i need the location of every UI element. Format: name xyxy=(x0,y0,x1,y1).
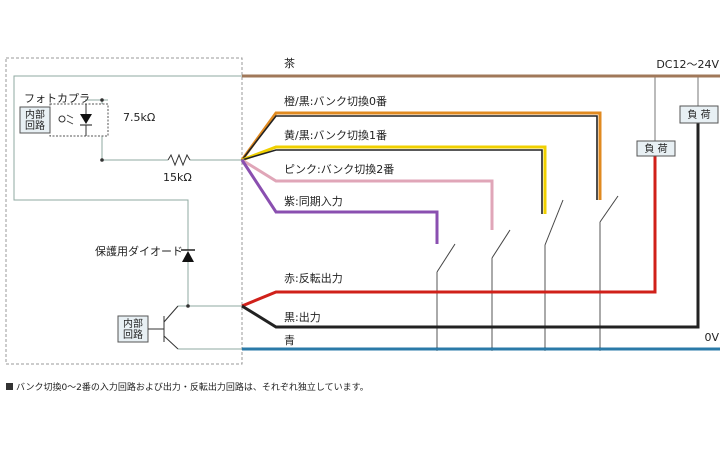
wire-red-label: 赤:反転出力 xyxy=(284,271,343,285)
resistor-7-5k-label: 7.5kΩ xyxy=(123,111,155,124)
wire-pink-label: ピンク:バンク切換2番 xyxy=(284,163,394,176)
wire-blue-label: 青 xyxy=(284,334,295,347)
switch-droppers xyxy=(436,222,601,349)
wire-purple-label: 紫:同期入力 xyxy=(284,195,343,208)
power-label: DC12～24V xyxy=(656,58,719,71)
output-transistor-icon xyxy=(148,305,179,350)
wire-purple xyxy=(240,159,439,244)
footnote: バンク切換0～2番の入力回路および出力・反転出力回路は、それぞれ独立しています。 xyxy=(6,380,369,393)
wire-black xyxy=(241,123,700,329)
photocoupler-icon xyxy=(49,103,109,137)
internal-circuit-bottom: 内部 回路 xyxy=(117,315,149,343)
resistor-15k xyxy=(167,153,191,167)
wire-red xyxy=(241,156,657,308)
internal-circuit-top-line2: 回路 xyxy=(25,119,45,132)
load-box-1: 負 荷 xyxy=(636,140,676,157)
switch-icons xyxy=(436,195,619,273)
internal-circuit-top-line1: 内部 xyxy=(25,108,45,121)
resistor-15k-label: 15kΩ xyxy=(163,171,192,184)
bullet-square-icon xyxy=(6,383,13,390)
wire-black-label: 黒:出力 xyxy=(284,310,321,324)
load-box-2: 負 荷 xyxy=(679,105,719,124)
photocoupler-label: フォトカプラ xyxy=(24,92,90,105)
internal-circuit-bottom-line1: 内部 xyxy=(123,317,143,330)
load-1-label: 負 荷 xyxy=(644,143,667,155)
diode-label: 保護用ダイオード xyxy=(95,244,183,258)
protection-diode-icon xyxy=(181,249,195,262)
cable-wires xyxy=(240,74,720,351)
ground-label: 0V xyxy=(704,331,719,344)
wire-pink xyxy=(241,158,494,230)
load-connectors xyxy=(654,76,699,141)
internal-circuit-bottom-line2: 回路 xyxy=(123,328,143,341)
internal-circuit-top: 内部 回路 xyxy=(19,106,51,134)
footnote-text: バンク切換0～2番の入力回路および出力・反転出力回路は、それぞれ独立しています。 xyxy=(16,383,369,393)
load-2-label: 負 荷 xyxy=(687,109,710,121)
sensor-enclosure xyxy=(5,57,243,365)
wire-orange-black xyxy=(240,111,602,200)
wire-brown-label: 茶 xyxy=(284,57,295,70)
wire-yellow-black-label: 黄/黒:バンク切換1番 xyxy=(284,128,387,142)
wire-orange-black-label: 橙/黒:バンク切換0番 xyxy=(284,94,387,108)
wire-yellow-black xyxy=(241,145,547,214)
